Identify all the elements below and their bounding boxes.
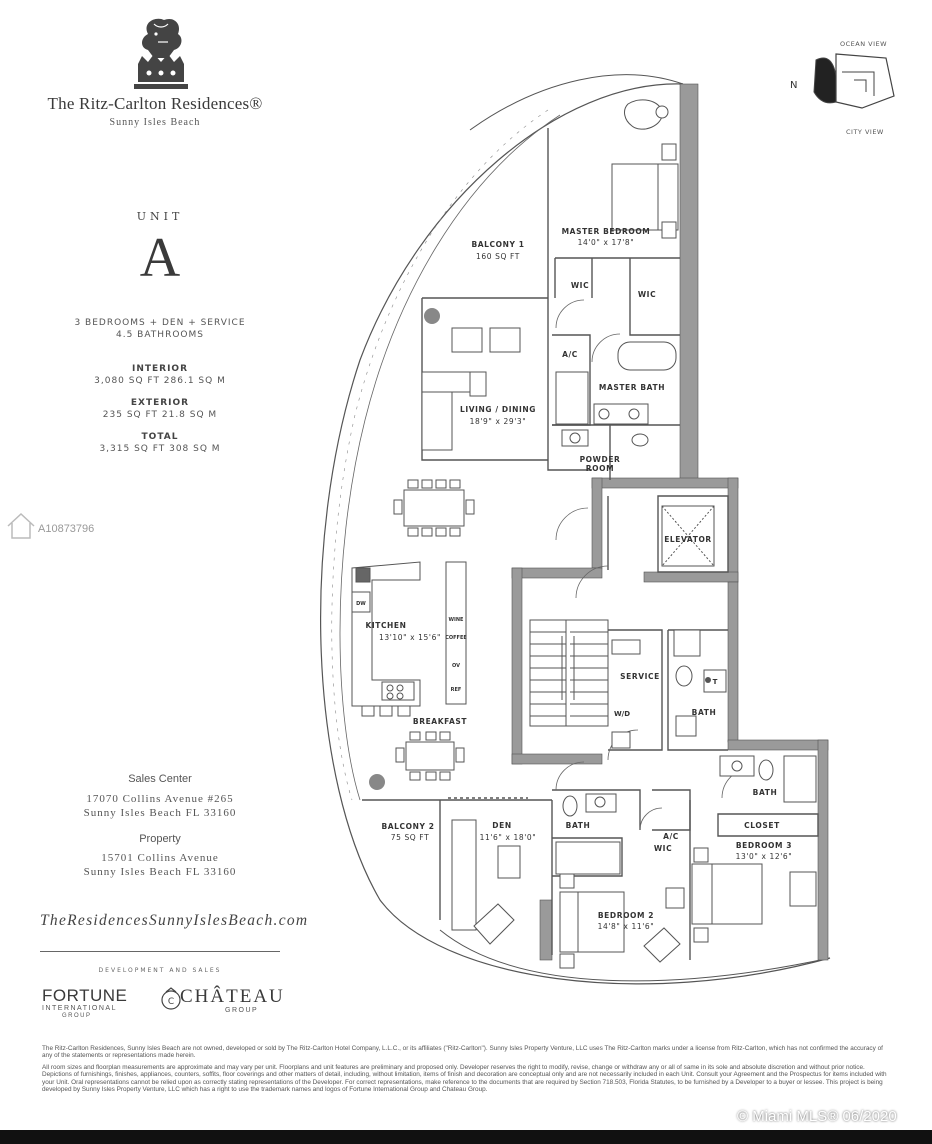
floor-plan: BALCONY 1 160 SQ FT MASTER BEDROOM 14'0"…: [320, 74, 831, 985]
property-line2: Sunny Isles Beach FL 33160: [83, 866, 237, 878]
unit-summary-line1: 3 BEDROOMS + DEN + SERVICE: [74, 318, 246, 328]
bath-label-service: BATH: [692, 708, 717, 717]
interior-value: 3,080 SQ FT 286.1 SQ M: [94, 376, 226, 386]
unit-summary-line2: 4.5 BATHROOMS: [116, 330, 204, 340]
property-heading: Property: [139, 833, 181, 845]
coffee-label: COFFEE: [445, 635, 467, 641]
balcony1-label: BALCONY 1: [471, 240, 524, 249]
development-label: DEVELOPMENT AND SALES: [98, 967, 222, 974]
wic-label-3: WIC: [654, 844, 672, 853]
powder-room-label-2: ROOM: [586, 464, 614, 473]
breakfast-label: BREAKFAST: [413, 717, 467, 726]
balcony1-area: 160 SQ FT: [476, 252, 520, 261]
north-label: N: [790, 80, 797, 91]
mls-house-icon: [7, 512, 35, 539]
ref-label: REF: [451, 687, 462, 693]
exterior-value: 235 SQ FT 21.8 SQ M: [102, 410, 218, 420]
brand-subtitle: Sunny Isles Beach: [109, 117, 201, 128]
powder-room-label-1: POWDER: [580, 455, 621, 464]
interior-label: INTERIOR: [131, 364, 189, 374]
bath-label-2: BATH: [566, 821, 591, 830]
disclaimer-p2: All room sizes and floorplan measurement…: [42, 1063, 887, 1094]
ac-label-1: A/C: [562, 350, 578, 359]
balcony2-label: BALCONY 2: [381, 822, 434, 831]
wic-label-1: WIC: [571, 281, 589, 290]
wd-label: W/D: [614, 710, 630, 718]
bedroom3-label: BEDROOM 3: [736, 841, 792, 850]
ac-label-2: A/C: [663, 832, 679, 841]
unit-letter: A: [139, 227, 181, 289]
svg-text:C: C: [168, 997, 174, 1007]
closet-label: CLOSET: [744, 821, 780, 830]
chateau-logo-text: CHÂTEAU: [180, 986, 285, 1007]
disclaimer-p1: The Ritz-Carlton Residences, Sunny Isles…: [42, 1045, 883, 1060]
wine-label: WINE: [449, 617, 465, 623]
master-bath-label: MASTER BATH: [599, 383, 665, 392]
lion-crest-logo: [134, 18, 188, 89]
sales-center-line1: 17070 Collins Avenue #265: [86, 793, 234, 805]
bottom-bar: [0, 1130, 932, 1144]
stairs: [529, 619, 609, 727]
master-bedroom-dim: 14'0" x 17'8": [578, 238, 635, 247]
divider: [40, 951, 280, 952]
dw-label: DW: [356, 601, 366, 607]
fortune-logo-sub: INTERNATIONAL: [42, 1005, 117, 1012]
mls-id: A10873796: [38, 523, 95, 535]
website-link[interactable]: TheResidencesSunnyIslesBeach.com: [40, 912, 309, 929]
exterior-label: EXTERIOR: [130, 398, 190, 408]
living-dining-label: LIVING / DINING: [460, 405, 536, 414]
bath-label-3: BATH: [753, 788, 778, 797]
ocean-view-label: OCEAN VIEW: [840, 40, 887, 48]
mls-watermark: © Miami MLS® 06/2020: [737, 1108, 897, 1125]
chateau-logo-sub: GROUP: [225, 1007, 259, 1014]
disclaimer: The Ritz-Carlton Residences, Sunny Isles…: [42, 1045, 894, 1097]
walls: [511, 83, 829, 961]
den-dim: 11'6" x 18'0": [480, 833, 537, 842]
fortune-logo-sub2: GROUP: [62, 1013, 92, 1019]
sales-center-line2: Sunny Isles Beach FL 33160: [83, 807, 237, 819]
city-view-label: CITY VIEW: [846, 128, 884, 136]
brand-title: The Ritz-Carlton Residences®: [47, 94, 263, 113]
ov-label: OV: [452, 663, 460, 669]
wic-label-2: WIC: [638, 290, 656, 299]
service-label: SERVICE: [620, 672, 660, 681]
kitchen-counters: [351, 561, 467, 707]
property-line1: 15701 Collins Avenue: [101, 852, 219, 864]
unit-label: UNIT: [136, 210, 184, 223]
bedroom2-dim: 14'8" x 11'6": [598, 922, 655, 931]
kitchen-label: KITCHEN: [365, 621, 406, 630]
balcony2-area: 75 SQ FT: [391, 833, 430, 842]
key-plan: OCEAN VIEW N CITY VIEW: [790, 40, 895, 136]
sales-center-heading: Sales Center: [128, 773, 192, 785]
total-label: TOTAL: [141, 432, 179, 442]
elevator-shaft: [661, 505, 715, 567]
furniture: [361, 99, 817, 969]
total-value: 3,315 SQ FT 308 SQ M: [99, 444, 221, 454]
fortune-logo-text: FORTUNE: [42, 986, 128, 1005]
bedroom3-dim: 13'0" x 12'6": [736, 852, 793, 861]
chateau-crest-icon: C: [161, 987, 181, 1010]
t-label: T: [713, 678, 718, 686]
living-dining-dim: 18'9" x 29'3": [470, 417, 527, 426]
master-bedroom-label: MASTER BEDROOM: [562, 227, 651, 236]
elevator-label: ELEVATOR: [664, 535, 712, 544]
kitchen-dim: 13'10" x 15'6": [379, 633, 441, 642]
den-label: DEN: [492, 821, 511, 830]
bedroom2-label: BEDROOM 2: [598, 911, 654, 920]
